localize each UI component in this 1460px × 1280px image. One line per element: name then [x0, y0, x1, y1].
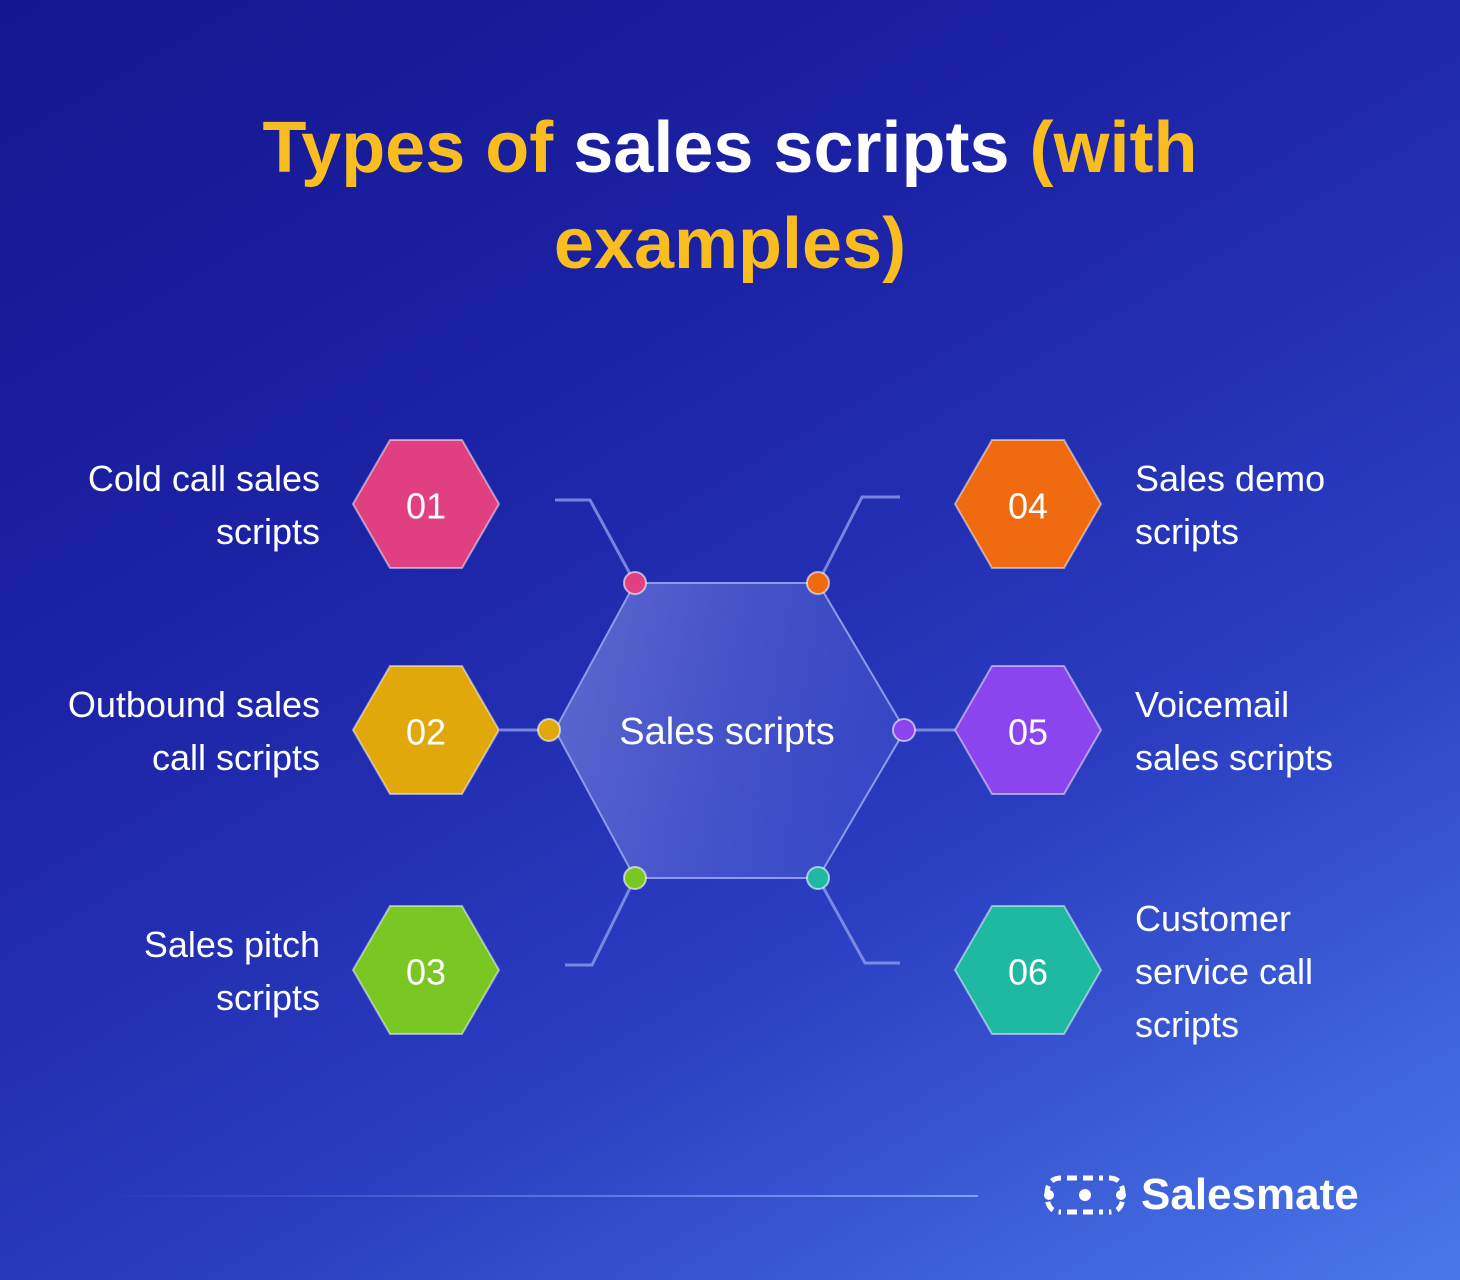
hexagon-01: [351, 439, 501, 569]
connector-dot-02: [537, 718, 561, 742]
connector-lines: [500, 495, 955, 967]
hexagon-number: 01: [406, 486, 446, 527]
salesmate-logo-icon: [1044, 1175, 1126, 1215]
hexagon-number: 05: [1008, 712, 1048, 753]
footer-divider: [100, 1195, 978, 1197]
connector-dot-04: [806, 571, 830, 595]
hexagon-04: [953, 439, 1103, 569]
connector-dot-03: [623, 866, 647, 890]
hexagon-05: [953, 665, 1103, 795]
hexagon-03: [351, 905, 501, 1035]
connector-dot-06: [806, 866, 830, 890]
title-part2: sales scripts: [573, 108, 1010, 188]
connector-dot-05: [892, 718, 916, 742]
hexagon-number: 04: [1008, 486, 1048, 527]
center-label: Sales scripts: [619, 711, 834, 753]
title-part1: Types of: [262, 108, 574, 188]
brand-name: Salesmate: [1141, 1170, 1359, 1219]
connector-dot-01: [623, 571, 647, 595]
hexagon-02: [351, 665, 501, 795]
hexagon-number: 03: [406, 952, 446, 993]
title-line2: examples): [553, 204, 907, 284]
title-part3: (with: [1009, 108, 1198, 188]
hexagon-number: 02: [406, 712, 446, 753]
page-title: Types of sales scripts (with examples): [0, 100, 1460, 292]
hexagon-number: 06: [1008, 952, 1048, 993]
hexagon-06: [953, 905, 1103, 1035]
brand-logo: Salesmate: [1043, 1170, 1359, 1220]
